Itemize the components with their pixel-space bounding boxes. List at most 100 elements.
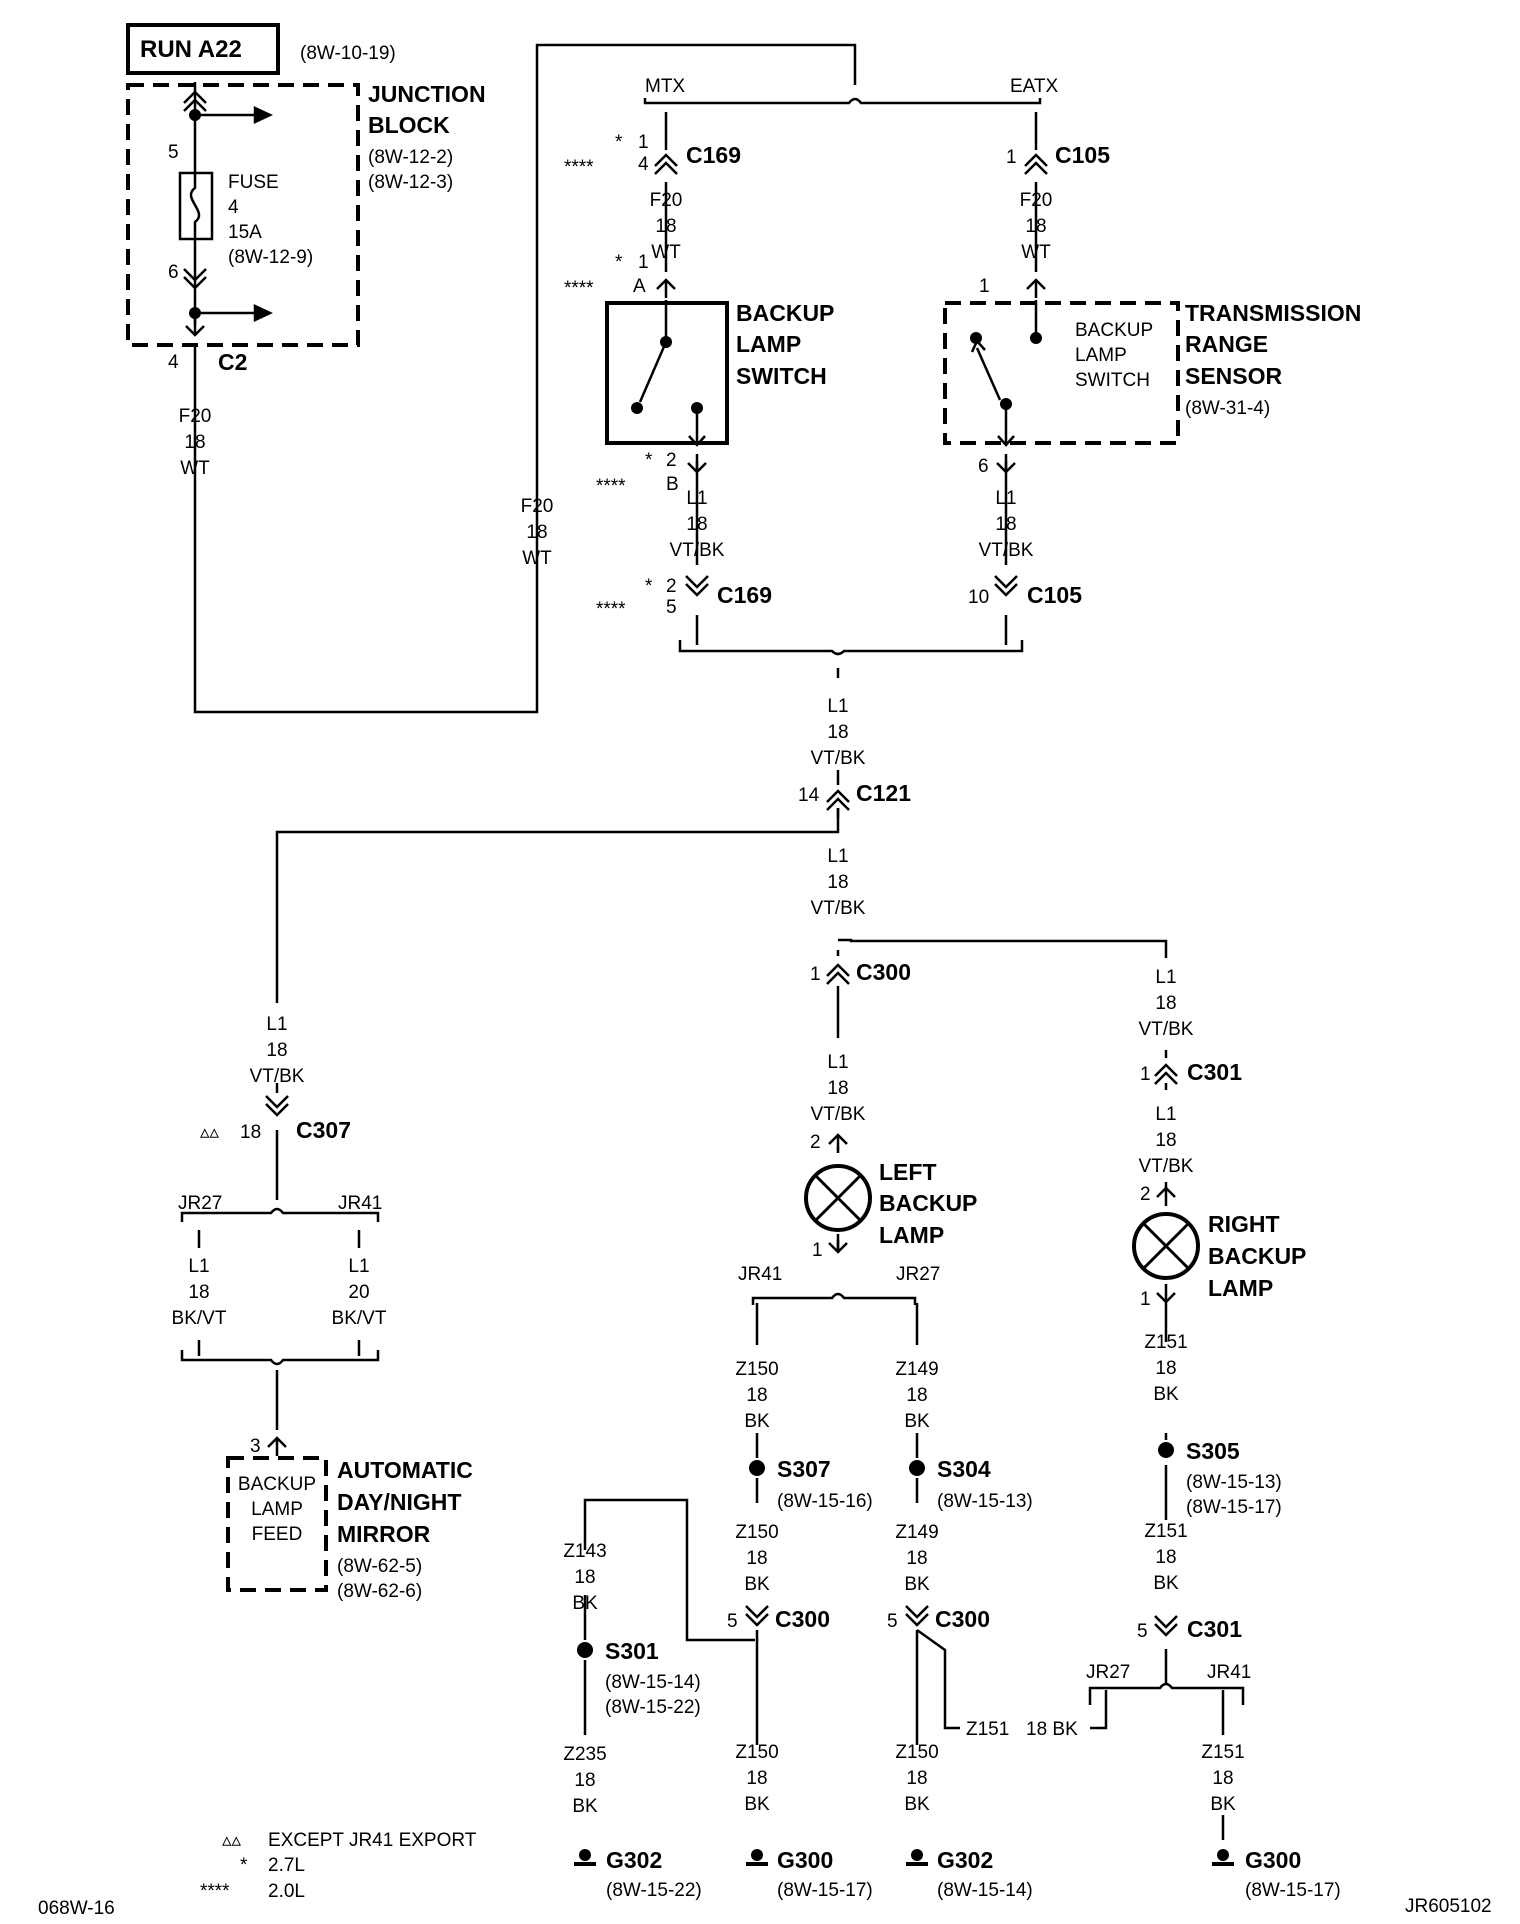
c301-top-name: C301 — [1187, 1059, 1242, 1085]
g300-left-ref: (8W-15-17) — [777, 1880, 873, 1901]
s305-name: S305 — [1186, 1438, 1240, 1464]
s307-splice — [749, 1460, 765, 1476]
s304-splice — [909, 1460, 925, 1476]
c105-bottom-connector — [993, 574, 1019, 597]
junction-splice-top — [189, 109, 201, 121]
wire-f20-color: WT — [180, 458, 210, 479]
right-lamp-title-3: LAMP — [1208, 1275, 1273, 1301]
mtx-label: MTX — [645, 76, 685, 97]
right-lamp-pin-2 — [1155, 1186, 1177, 1208]
c300-left-name: C300 — [775, 1606, 830, 1632]
wire-z149a-gauge: 18 — [906, 1385, 927, 1406]
wire-z150b-gauge: 18 — [746, 1548, 767, 1569]
wire-l1c-circuit: L1 — [827, 696, 848, 717]
c121-connector — [825, 789, 851, 812]
star4-switch-b: **** — [596, 476, 626, 497]
g302-left-ground-icon — [574, 1849, 596, 1866]
wire-l1f-color: VT/BK — [1139, 1019, 1194, 1040]
c300-top-connector — [825, 963, 851, 986]
trs-pin-6 — [995, 452, 1017, 474]
mirror-pin: 3 — [250, 1436, 261, 1457]
wire-f20d-gauge: 18 — [1025, 216, 1046, 237]
connector-symbols — [182, 90, 1179, 1637]
right-lamp-pin-in: 2 — [1140, 1184, 1151, 1205]
wire-z151a-color: BK — [1153, 1384, 1179, 1405]
fuse-element — [189, 173, 201, 239]
wire-z149a-color: BK — [904, 1411, 930, 1432]
wire-f20-circuit: F20 — [179, 406, 212, 427]
s305-ref-2: (8W-15-17) — [1186, 1497, 1282, 1518]
wire-l1d-circuit: L1 — [827, 846, 848, 867]
star-c169-top: * — [615, 132, 623, 153]
wire-f20c-gauge: 18 — [655, 216, 676, 237]
c105-top-connector — [1023, 153, 1049, 176]
c169-top-name: C169 — [686, 142, 741, 168]
wire-z151c-gauge: 18 — [1212, 1768, 1233, 1789]
fuse-amp: 15A — [228, 222, 262, 243]
fuse-number: 4 — [228, 197, 239, 218]
mirror-pin-3 — [266, 1436, 288, 1458]
junction-splice-bottom — [189, 307, 201, 319]
c121-pin: 14 — [798, 785, 820, 806]
wire-z143-circuit: Z143 — [563, 1541, 606, 1562]
s301-name: S301 — [605, 1638, 659, 1664]
c307-connector — [264, 1094, 290, 1117]
wires — [180, 43, 1245, 1840]
wire-l1h-color: VT/BK — [250, 1066, 305, 1087]
wire-z149b-color: BK — [904, 1574, 930, 1595]
wire-z149a-circuit: Z149 — [895, 1359, 938, 1380]
wire-z235-color: BK — [572, 1796, 598, 1817]
mirror-outline — [226, 1456, 328, 1592]
trs-title-3: SENSOR — [1185, 363, 1283, 389]
c301-bottom-connector — [1153, 1614, 1179, 1637]
wire-l1d-gauge: 18 — [827, 872, 848, 893]
wire-z235-gauge: 18 — [574, 1770, 595, 1791]
mirror-title-2: DAY/NIGHT — [337, 1489, 461, 1515]
wire-l1c-color: VT/BK — [811, 748, 866, 769]
bk18-tag: 18 BK — [1026, 1719, 1078, 1740]
wire-l1d-color: VT/BK — [811, 898, 866, 919]
c169-bottom-pin-alt: 5 — [666, 597, 677, 618]
labels: RUN A22 (8W-10-19) JUNCTION BLOCK (8W-12… — [38, 36, 1492, 1919]
c300-right-name: C300 — [935, 1606, 990, 1632]
wire-l1f-gauge: 18 — [1155, 993, 1176, 1014]
mirror-wire-a-color: BK/VT — [172, 1308, 227, 1329]
wire-z151c-color: BK — [1210, 1794, 1236, 1815]
trs-switch-arm — [975, 347, 1002, 401]
trs-ref: (8W-31-4) — [1185, 398, 1270, 419]
c2-name: C2 — [218, 349, 247, 375]
wire-z150b-color: BK — [744, 1574, 770, 1595]
s304-name: S304 — [937, 1456, 991, 1482]
c300-right-pin: 5 — [887, 1611, 898, 1632]
trs-pin-out: 6 — [978, 456, 989, 477]
left-lamp-title-2: BACKUP — [879, 1190, 977, 1216]
eatx-label: EATX — [1010, 76, 1059, 97]
trs-pin-in: 1 — [979, 276, 990, 297]
footer-figure-code: 068W-16 — [38, 1898, 115, 1919]
wire-l1e-circuit: L1 — [827, 1052, 848, 1073]
c105-top-pin: 1 — [1006, 147, 1017, 168]
mirror-ref-2: (8W-62-6) — [337, 1581, 422, 1602]
c301-top-connector — [1153, 1063, 1179, 1086]
legend-tri-symbol: ▵▵ — [222, 1830, 242, 1851]
wire-l1a-gauge: 18 — [686, 514, 707, 535]
mtx-switch-pin-b — [686, 452, 708, 474]
wire-z151c-circuit: Z151 — [1201, 1742, 1244, 1763]
wire-z151a-circuit: Z151 — [1144, 1332, 1187, 1353]
legend-star-symbol: * — [240, 1855, 248, 1876]
c300-left-connector — [744, 1604, 770, 1627]
trs-title-1: TRANSMISSION — [1185, 300, 1361, 326]
switch-pin-b-std: 2 — [666, 450, 677, 471]
trs-inner-1: BACKUP — [1075, 320, 1153, 341]
s301-ref-2: (8W-15-22) — [605, 1697, 701, 1718]
mtx-switch-title-1: BACKUP — [736, 300, 834, 326]
right-lamp-title-1: RIGHT — [1208, 1211, 1280, 1237]
wire-z150a-color: BK — [744, 1411, 770, 1432]
g302-right-ground-icon — [906, 1849, 928, 1866]
wire-f20b-color: WT — [522, 548, 552, 569]
trs-pin-1 — [1025, 278, 1047, 300]
wire-z150d-gauge: 18 — [906, 1768, 927, 1789]
star4-c169-top: **** — [564, 157, 594, 178]
run-a22-ref: (8W-10-19) — [300, 43, 396, 64]
wire-z150d-circuit: Z150 — [895, 1742, 938, 1763]
